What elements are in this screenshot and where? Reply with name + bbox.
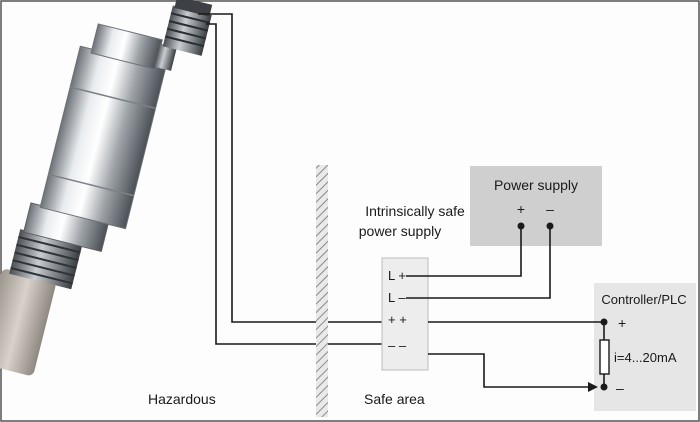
transmitter-sensor-image [0, 0, 213, 376]
sinter-filter [0, 269, 56, 376]
m12-connector [162, 0, 213, 56]
current-direction-arrow [588, 382, 598, 392]
barrier-terminal-minus-minus: – – [388, 338, 407, 353]
power-supply-title: Power supply [494, 177, 578, 193]
barrier-terminal-l-minus: L – [388, 290, 406, 305]
transmitter-body [39, 45, 167, 230]
controller-minus-label: – [616, 380, 624, 396]
barrier-label-line1: Intrinsically safe [365, 203, 465, 219]
process-thread [9, 229, 83, 290]
safe-area-label: Safe area [364, 391, 425, 407]
load-resistor [599, 339, 610, 375]
controller-box [594, 283, 696, 411]
power-supply-minus-label: – [546, 201, 554, 217]
controller-current-label: i=4...20mA [614, 350, 677, 365]
hazardous-zone-label: Hazardous [148, 391, 216, 407]
wire-l-plus [406, 226, 522, 277]
wire-plus [198, 13, 428, 323]
power-supply-box [470, 166, 602, 246]
wire-signal-minus [428, 353, 592, 388]
power-supply-plus-label: + [517, 201, 525, 217]
barrier-terminal-l-plus: L + [388, 268, 406, 283]
wire-l-minus [406, 226, 551, 299]
barrier-label-line2: power supply [359, 223, 442, 239]
connector-stem [153, 43, 177, 71]
controller-plus-label: + [618, 315, 626, 331]
barrier-terminal-plus-plus: + + [388, 312, 407, 327]
zone-boundary-wall [316, 165, 328, 417]
controller-title: Controller/PLC [601, 292, 686, 307]
